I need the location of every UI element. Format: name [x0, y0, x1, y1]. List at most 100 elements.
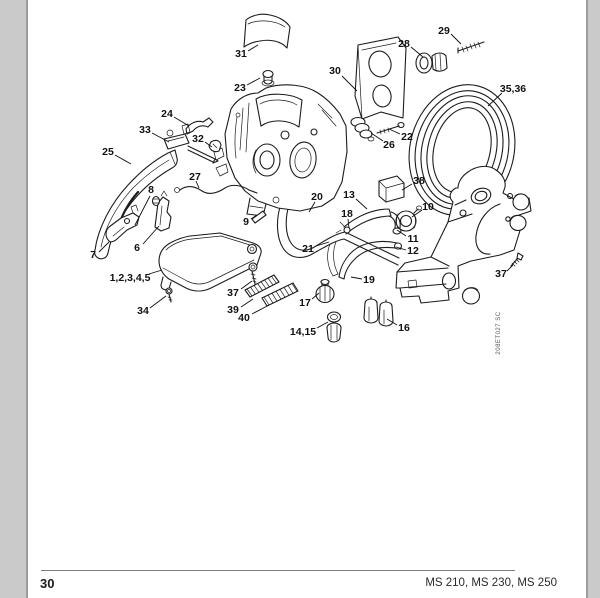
- part-label-30: 30: [329, 65, 341, 77]
- leader-line-6: [142, 225, 160, 245]
- hatched-pad-39: [244, 274, 280, 298]
- handle-tube: [276, 203, 400, 266]
- footer-rule: [41, 570, 515, 571]
- part-label-31: 31: [235, 48, 247, 60]
- housing-screw: [165, 287, 173, 303]
- leader-line-19: [350, 276, 363, 280]
- part-label-23: 23: [234, 82, 246, 94]
- throttle-wire: [174, 184, 258, 194]
- diagram-reference-code: 208ET027 SC: [496, 311, 502, 355]
- model-names: MS 210, MS 230, MS 250: [425, 577, 557, 589]
- grommet-stack: [350, 116, 375, 142]
- page-number: 30: [40, 576, 55, 591]
- part-label-40: 40: [238, 312, 250, 324]
- top-shroud: [243, 13, 291, 49]
- leader-line-17: [311, 292, 320, 300]
- leader-line-27: [195, 180, 200, 189]
- part-label-9: 9: [243, 216, 249, 228]
- frame-knobs: [461, 192, 530, 305]
- leader-line-39: [240, 298, 254, 308]
- cover-box: [378, 175, 405, 203]
- leader-line-23: [246, 77, 261, 86]
- strip: [251, 210, 267, 224]
- part-label-6: 6: [134, 242, 140, 254]
- small-screw: [376, 121, 405, 135]
- part-label-25: 25: [102, 146, 114, 158]
- part-label-29: 29: [438, 25, 450, 37]
- leader-line-26: [370, 132, 384, 142]
- small-nut: [261, 69, 275, 87]
- small-grommet: [151, 195, 161, 207]
- part-label-39: 39: [227, 304, 239, 316]
- rear-handle-frame: [395, 165, 532, 304]
- leader-line-28: [410, 46, 424, 58]
- leader-line-33: [151, 132, 170, 143]
- av-buffer: [315, 278, 335, 304]
- hatched-pad-40: [261, 282, 299, 307]
- leader-line-1-2-3-4-5: [148, 269, 163, 275]
- part-label-10: 10: [422, 201, 434, 213]
- part-label-37-frame-screw: 37: [495, 268, 507, 280]
- frame-screw: [510, 252, 524, 267]
- part-label-32: 32: [192, 133, 204, 145]
- ribbed-grommet: [395, 205, 422, 232]
- leader-line-10: [411, 209, 423, 218]
- clip: [208, 139, 222, 153]
- leader-line-30: [341, 75, 358, 92]
- part-label-33: 33: [139, 124, 151, 136]
- leader-line-34: [149, 295, 167, 309]
- leader-line-29: [450, 33, 462, 45]
- leader-line-22: [388, 128, 401, 135]
- part-label-24: 24: [161, 108, 173, 120]
- part-label-18: 18: [341, 208, 353, 220]
- leader-line-35-36: [487, 92, 503, 107]
- threaded-screw: [457, 41, 485, 54]
- tank-housing: [158, 232, 262, 292]
- part-label-28: 28: [398, 38, 410, 50]
- part-label-7: 7: [90, 249, 96, 261]
- fuel-hoses: [327, 208, 403, 280]
- leader-line-18: [347, 218, 350, 229]
- leader-line-32: [204, 141, 213, 148]
- part-label-26: 26: [383, 139, 395, 151]
- part-label-16: 16: [398, 322, 410, 334]
- part-label-38: 38: [413, 175, 425, 187]
- leader-line-12: [395, 246, 407, 251]
- leader-line-9: [250, 214, 258, 220]
- leader-line-37-tank-screw: [240, 280, 253, 290]
- part-label-14-15: 14,15: [290, 326, 316, 338]
- leader-line-8: [134, 195, 151, 226]
- part-label-19: 19: [363, 274, 375, 286]
- ring-and-clamp: [326, 311, 342, 343]
- part-label-37-tank-screw: 37: [227, 287, 239, 299]
- leader-line-25: [114, 154, 132, 165]
- switch-block: [163, 129, 219, 164]
- clamp-pair: [363, 296, 394, 327]
- leader-line-14-15: [316, 321, 329, 329]
- leader-line-7: [98, 241, 110, 253]
- bushings: [415, 52, 448, 74]
- leader-line-16: [386, 318, 398, 326]
- part-label-22: 22: [401, 131, 413, 143]
- part-label-34: 34: [137, 305, 149, 317]
- leader-line-37-frame-screw: [506, 264, 514, 272]
- part-label-27: 27: [189, 171, 201, 183]
- leader-line-31: [247, 44, 259, 52]
- leader-line-21: [315, 241, 330, 247]
- part-label-20: 20: [311, 191, 323, 203]
- part-label-17: 17: [299, 297, 311, 309]
- part-label-1-2-3-4-5: 1,2,3,4,5: [110, 272, 151, 284]
- wire-bracket: [181, 117, 214, 135]
- part-label-21: 21: [302, 243, 314, 255]
- part-label-11: 11: [407, 233, 418, 245]
- leader-line-40: [251, 304, 270, 315]
- part-label-13: 13: [343, 189, 355, 201]
- leader-line-38: [401, 183, 413, 191]
- fan-housing-plate: [354, 36, 407, 120]
- leader-line-11: [396, 229, 407, 237]
- part-label-35-36: 35,36: [500, 83, 526, 95]
- tank-screw: [248, 262, 258, 285]
